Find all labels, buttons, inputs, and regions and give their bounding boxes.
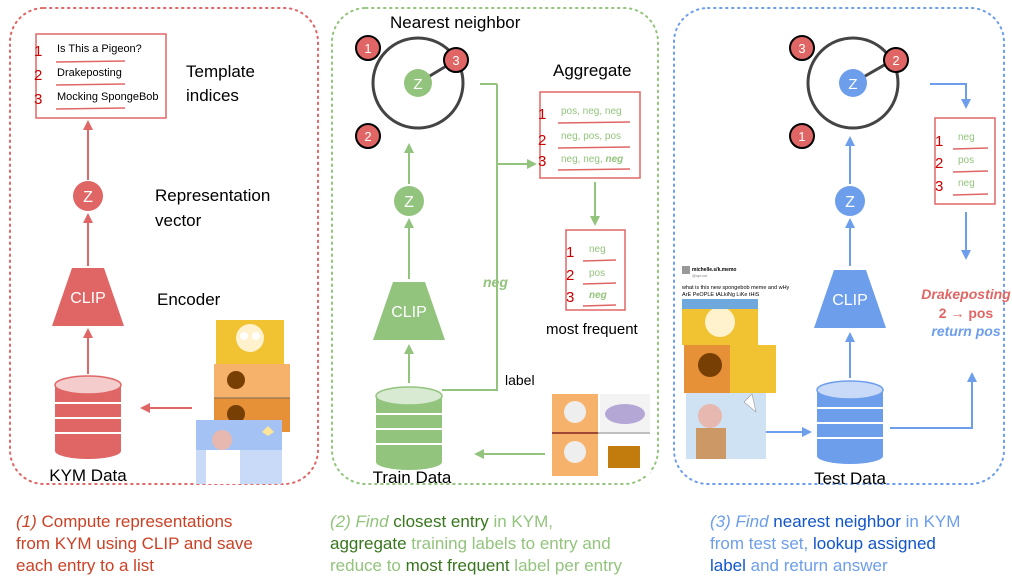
template-item-3-num: 3: [34, 91, 42, 108]
cluster-node-2-label: 2: [364, 129, 371, 144]
test-item-2-text: pos: [958, 155, 974, 166]
template-item-1-num: 1: [34, 43, 42, 60]
freq-item-2-text: pos: [589, 268, 605, 279]
template-item-2-label: Drakeposting: [57, 67, 122, 79]
test-item-2-num: 2: [935, 155, 943, 172]
panel-2-border: [331, 7, 659, 485]
most-frequent-label: most frequent: [546, 321, 639, 338]
panel-3-border: [673, 7, 1005, 485]
clip-encoder-shape: [52, 268, 124, 326]
z-node-test-encoded-label: Z: [845, 194, 855, 211]
kym-data-label: KYM Data: [49, 466, 127, 485]
meme-thumbnails-kym: [196, 320, 290, 484]
template-indices-title: Template indices: [186, 62, 260, 105]
test-node-2-label: 2: [892, 53, 899, 68]
cluster-node-1-label: 1: [364, 41, 371, 56]
train-meme-thumbnails: [552, 394, 650, 476]
test-item-3-num: 3: [935, 178, 943, 195]
test-item-3-text: neg: [958, 178, 975, 189]
label-label: label: [505, 372, 535, 388]
panel-2: Nearest neighbor Z 1 3 2 Aggregate 1 pos…: [330, 7, 659, 575]
aggregate-list: 1 pos, neg, neg 2 neg, pos, pos 3 neg, n…: [538, 91, 641, 179]
caption-1: (1) Compute representations from KYM usi…: [16, 512, 258, 575]
clip-train-label: CLIP: [391, 304, 427, 321]
cluster-node-3-label: 3: [452, 53, 459, 68]
test-node-1: [789, 123, 815, 149]
tweet-text-2: ArE PeOPLE tALkiNg LiKe tHiS: [682, 292, 760, 298]
result-mapping: 2 → pos: [939, 305, 994, 321]
z-node-test-encoded: [835, 186, 865, 216]
z-node-test-label: Z: [848, 76, 857, 93]
aggregate-title: Aggregate: [553, 61, 631, 80]
agg-item-3-num: 3: [538, 153, 546, 170]
z-node-train: [404, 69, 432, 97]
representation-node: [73, 181, 103, 211]
kym-database-icon: [54, 375, 122, 459]
tweet-user: michelle.s/k.memo: [692, 267, 736, 273]
encoder-title: Encoder: [157, 290, 221, 309]
clip-encoder-label: CLIP: [70, 290, 106, 307]
agg-item-3-text: neg, neg, neg: [561, 154, 623, 165]
cluster-node-1: [355, 35, 381, 61]
freq-item-3-num: 3: [566, 289, 574, 306]
result-drakeposting: Drakeposting: [921, 286, 1011, 302]
test-meme-collage: michelle.s/k.memo @sprout what is this n…: [681, 266, 790, 459]
result-return: return pos: [931, 323, 1000, 339]
panel-3: Z 3 2 1 1 neg 2 pos 3 neg Drakeposting 2…: [673, 7, 1011, 575]
tweet-text-1: what is this new spongebob meme and wHy: [681, 285, 790, 291]
most-frequent-list: 1 neg 2 pos 3 neg: [565, 229, 626, 311]
test-data-label: Test Data: [814, 469, 886, 488]
clip-train-shape: [373, 282, 445, 340]
test-label-list: 1 neg 2 pos 3 neg: [934, 117, 996, 205]
z-node-train-label: Z: [413, 76, 422, 93]
agg-item-1-text: pos, neg, neg: [561, 106, 622, 117]
cluster-node-2: [355, 123, 381, 149]
test-item-1-text: neg: [958, 132, 975, 143]
panel-1: 1 Is This a Pigeon? 2 Drakeposting 3 Moc…: [9, 7, 319, 575]
test-node-3: [789, 35, 815, 61]
agg-item-2-text: neg, pos, pos: [561, 131, 621, 142]
freq-item-3-text: neg: [589, 290, 607, 301]
freq-item-2-num: 2: [566, 267, 574, 284]
z-node-train-encoded: [394, 186, 424, 216]
template-item-1-label: Is This a Pigeon?: [57, 43, 142, 55]
freq-item-1-num: 1: [566, 244, 574, 261]
caption-2: (2) Find closest entry in KYM, aggregate…: [330, 512, 623, 575]
z-node-train-encoded-label: Z: [404, 194, 414, 211]
template-item-3-label: Mocking SpongeBob: [57, 91, 159, 103]
neg-label: neg: [483, 274, 508, 290]
nn-circle-test: [806, 36, 900, 130]
train-data-label: Train Data: [373, 468, 452, 487]
clip-test-shape: [814, 270, 886, 328]
test-database-icon: [816, 380, 884, 464]
tweet-avatar: [682, 266, 690, 274]
train-database-icon: [375, 386, 443, 470]
tweet-handle: @sprout: [692, 273, 708, 278]
representation-node-label: Z: [83, 189, 93, 206]
agg-item-2-num: 2: [538, 132, 546, 149]
test-item-1-num: 1: [935, 133, 943, 150]
z-node-test: [839, 69, 867, 97]
cluster-node-3: [443, 47, 469, 73]
nn-circle: [371, 36, 465, 130]
caption-3: (3) Find nearest neighbor in KYM from te…: [710, 512, 965, 575]
test-node-1-label: 1: [798, 129, 805, 144]
nearest-neighbor-title: Nearest neighbor: [390, 13, 521, 32]
freq-item-1-text: neg: [589, 244, 606, 255]
test-node-2: [883, 47, 909, 73]
agg-item-1-num: 1: [538, 106, 546, 123]
test-node-3-label: 3: [798, 41, 805, 56]
clip-test-label: CLIP: [832, 292, 868, 309]
panel-1-border: [9, 7, 319, 485]
template-index-list: 1 Is This a Pigeon? 2 Drakeposting 3 Moc…: [34, 33, 167, 119]
template-item-2-num: 2: [34, 67, 42, 84]
representation-vector-title: Representation vector: [155, 186, 275, 230]
